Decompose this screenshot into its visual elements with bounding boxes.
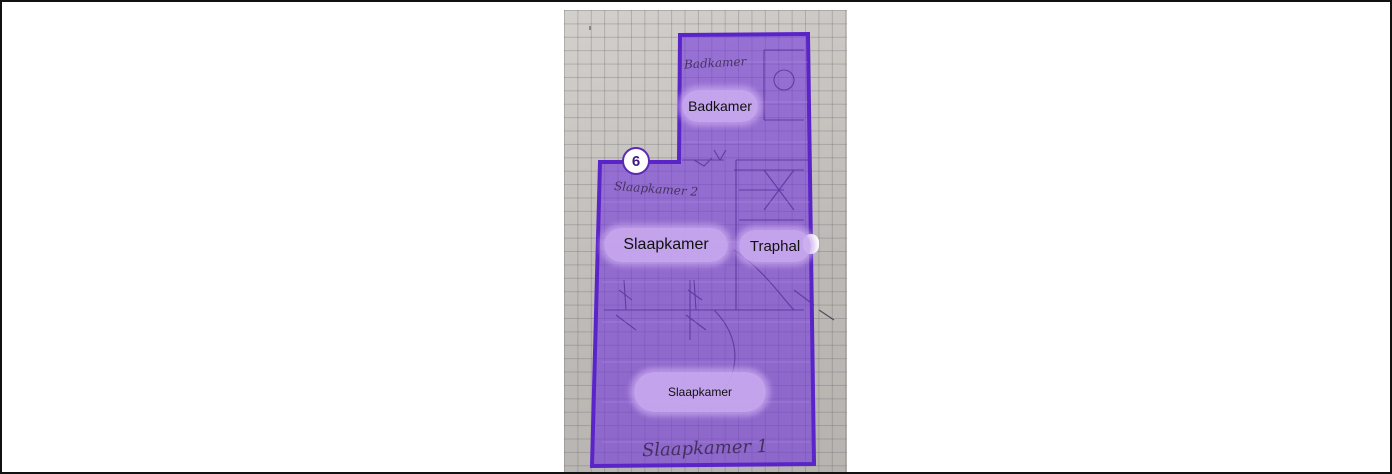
room-count-badge[interactable]: 6 xyxy=(622,147,650,175)
room-label-badkamer[interactable]: Badkamer xyxy=(682,90,758,122)
room-label-slaapkamer-1[interactable]: Slaapkamer xyxy=(634,372,766,412)
handwritten-slaapkamer-1: Slaapkamer 1 xyxy=(641,435,769,462)
room-label-slaapkamer-2[interactable]: Slaapkamer xyxy=(604,228,728,262)
room-label-traphal[interactable]: Traphal xyxy=(739,230,811,262)
